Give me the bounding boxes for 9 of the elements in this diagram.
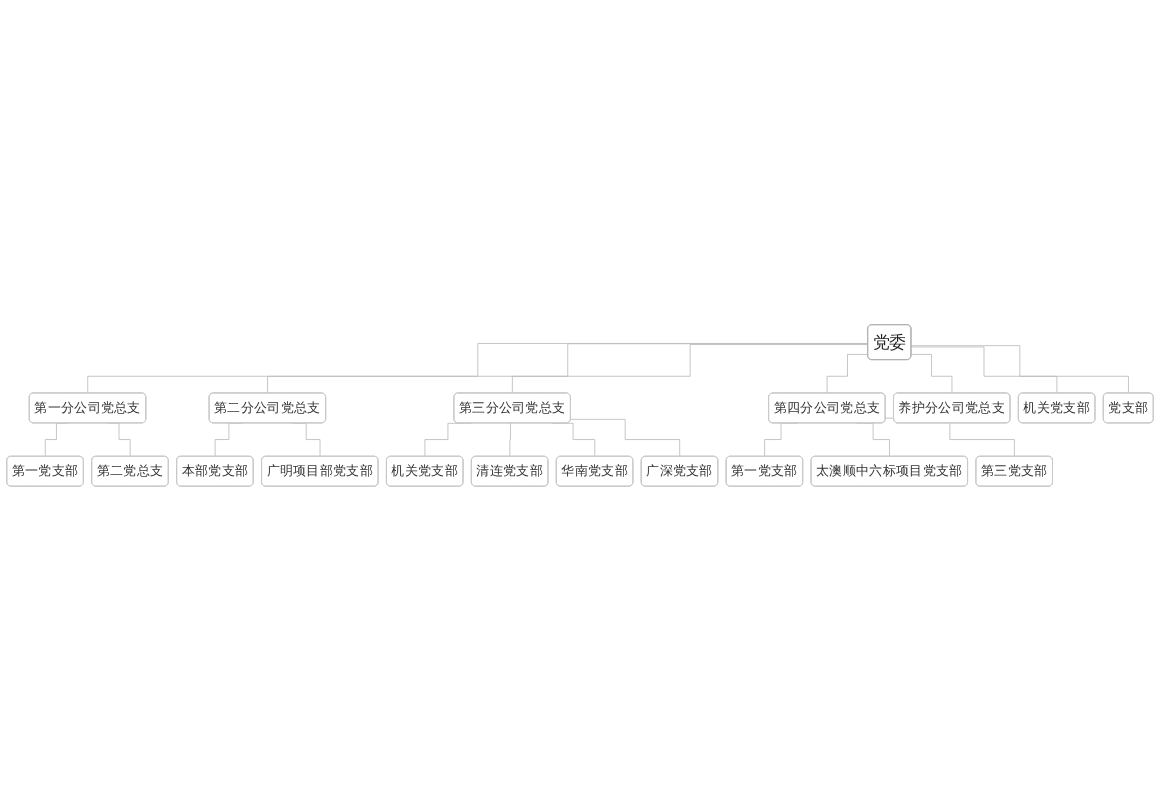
connector xyxy=(826,354,869,395)
connector xyxy=(910,347,1058,395)
connector xyxy=(910,345,1130,395)
connector xyxy=(509,423,512,458)
connector xyxy=(910,354,953,395)
connector xyxy=(570,419,681,458)
connector xyxy=(511,344,869,395)
connector xyxy=(267,343,869,395)
connector xyxy=(87,343,869,395)
